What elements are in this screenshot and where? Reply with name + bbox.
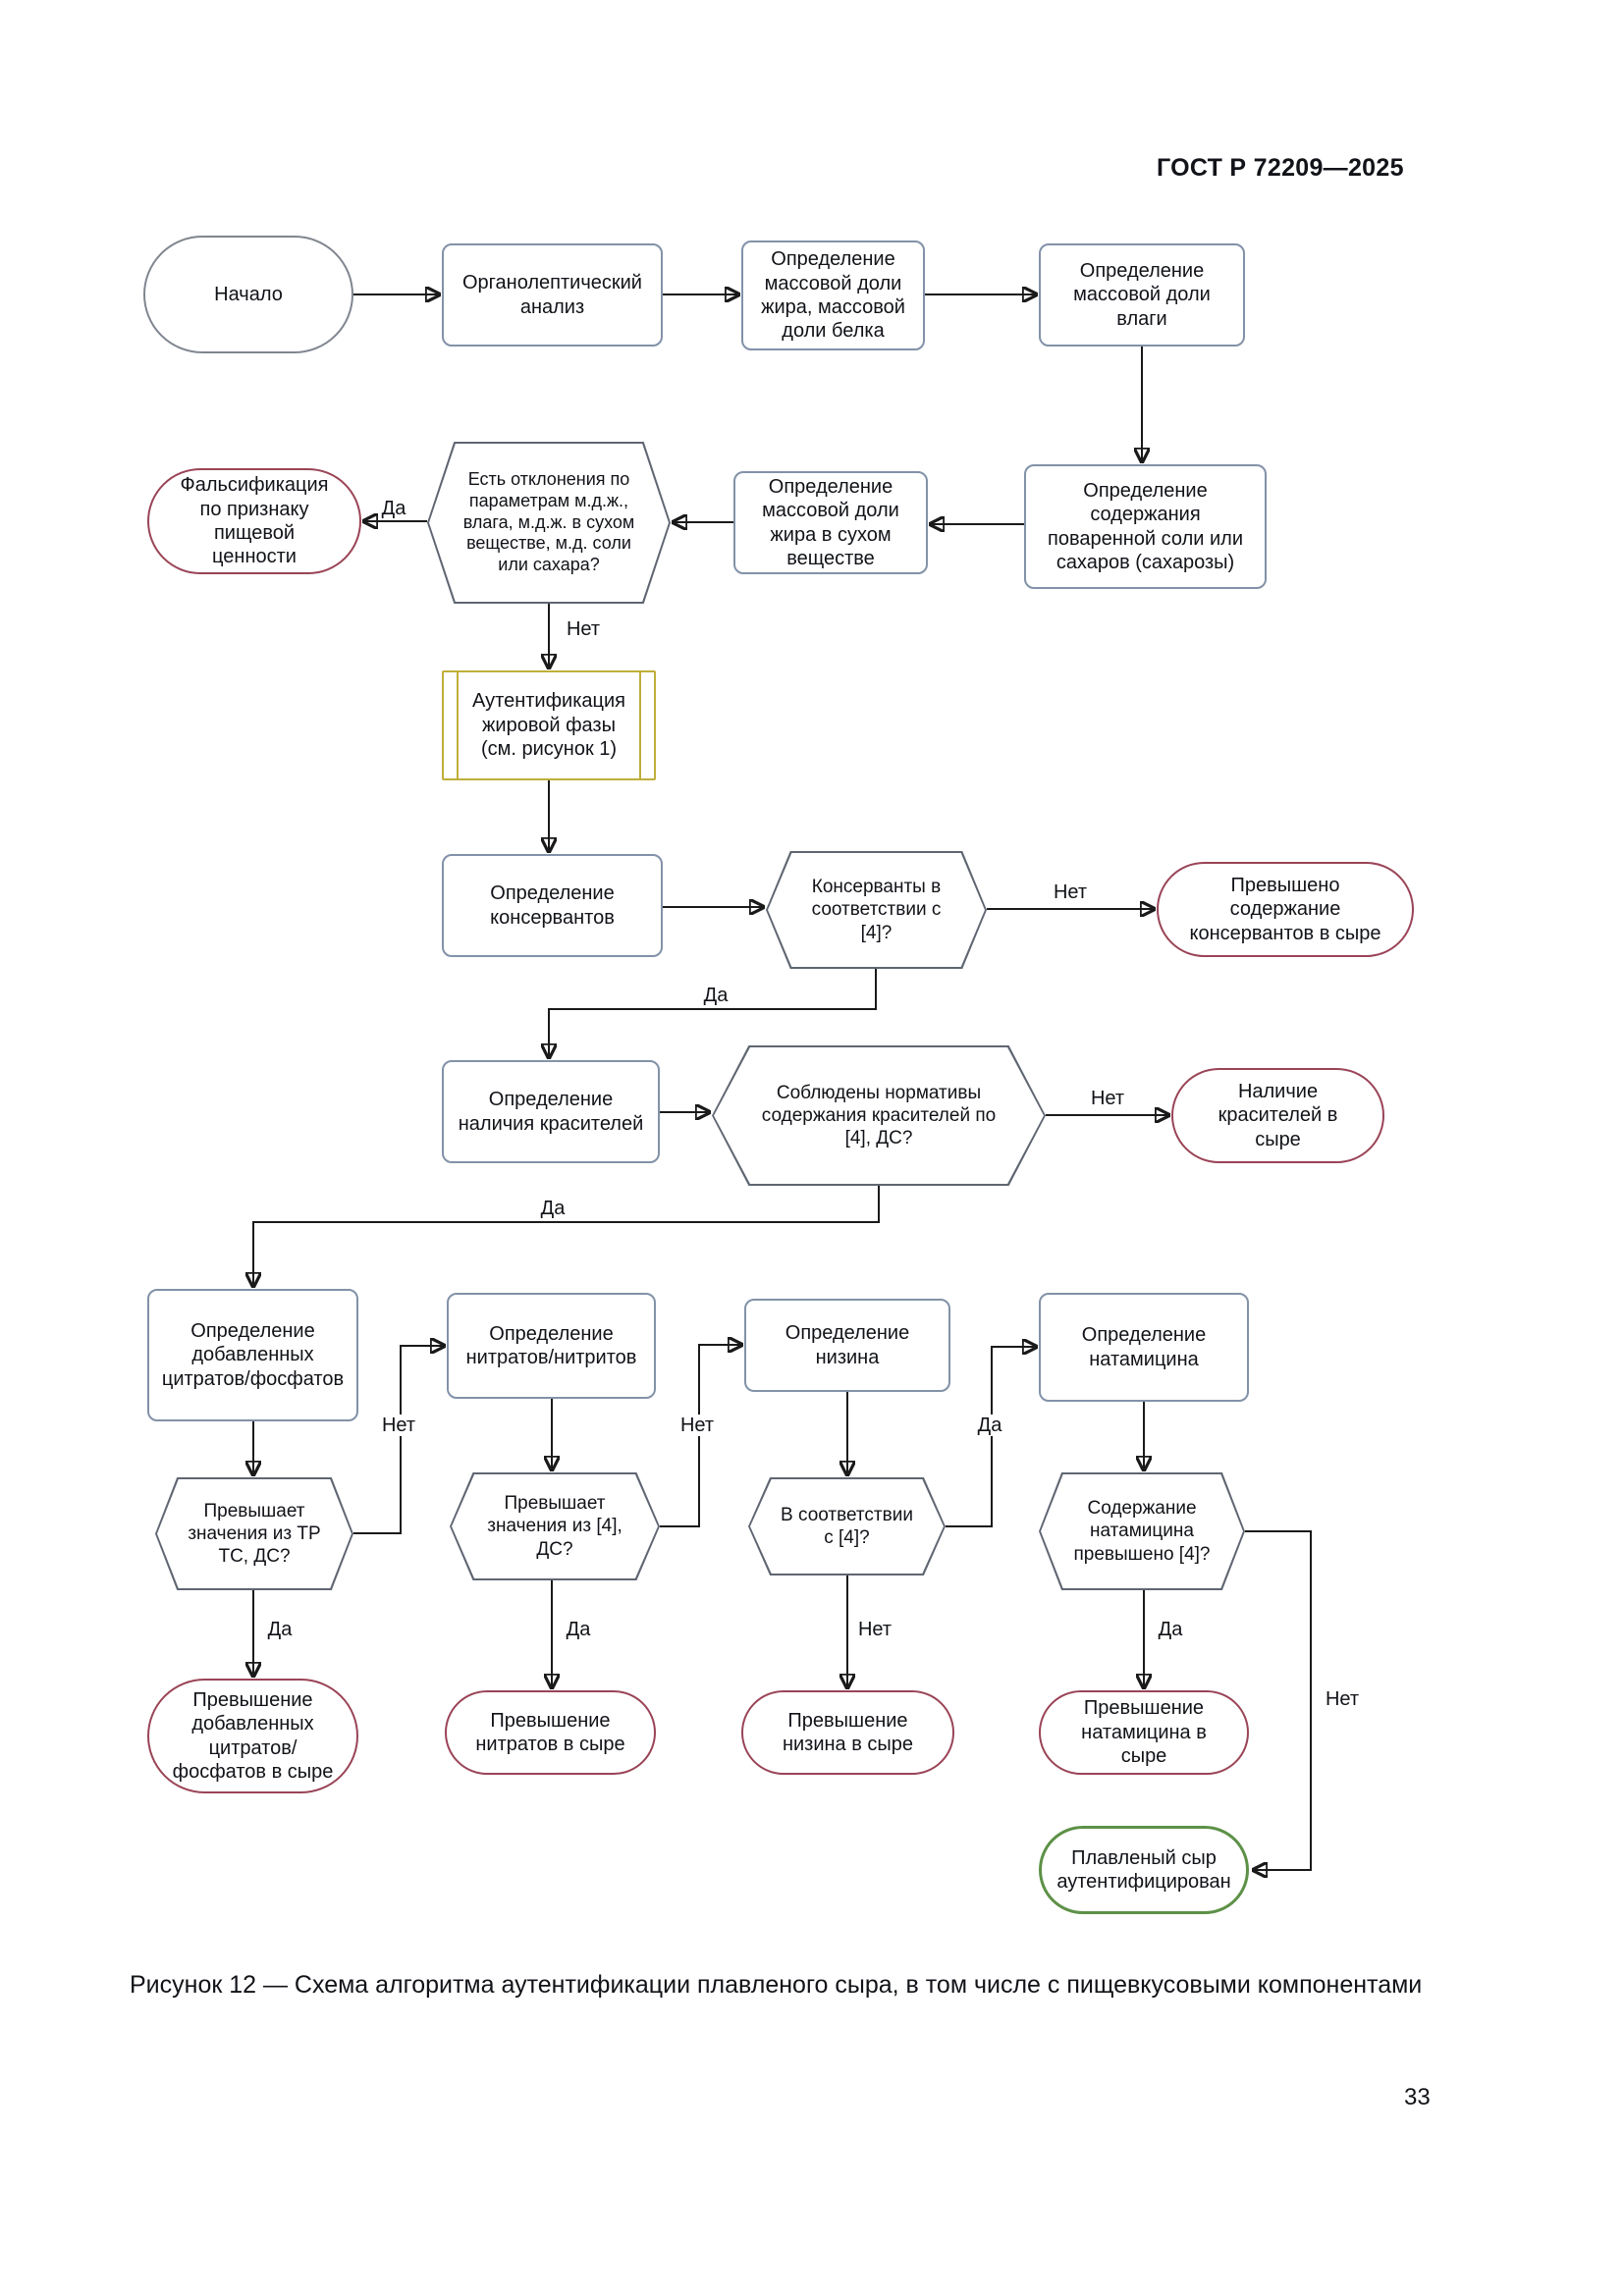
terminal-nisin-exceeded: Превышение низина в сыре — [741, 1690, 954, 1775]
node-label: Аутентификация жировой фазы (см. рисунок… — [472, 690, 625, 761]
node-label: Превышение добавленных цитратов/фосфатов… — [172, 1688, 334, 1783]
terminal-falsification-nutritional-value: Фальсификация по признаку пищевой ценнос… — [147, 468, 361, 574]
process-nisin-determination: Определение низина — [744, 1299, 950, 1392]
node-label: Определение массовой доли влаги — [1073, 259, 1211, 330]
node-label: Превышение нитратов в сыре — [475, 1709, 625, 1755]
node-label: Фальсификация по признаку пищевой ценнос… — [180, 474, 329, 568]
node-label: Органолептический анализ — [462, 272, 642, 318]
node-label: Определение консервантов — [490, 882, 615, 929]
process-natamycin-determination: Определение натамицина — [1039, 1293, 1249, 1402]
decision-preservatives-compliance: Консерванты в соответствии с [4]? — [766, 851, 987, 969]
edge-label-no: Нет — [854, 1619, 895, 1640]
node-label: Есть отклонения по параметрам м.д.ж., вл… — [462, 468, 635, 575]
node-label: Превышение низина в сыре — [782, 1709, 914, 1755]
process-moisture-mass-fraction: Определение массовой доли влаги — [1039, 243, 1245, 347]
terminal-natamycin-exceeded: Превышение натамицина в сыре — [1039, 1690, 1249, 1775]
decision-citrates-exceeds: Превышает значения из ТР ТС, ДС? — [155, 1477, 353, 1590]
start-terminator: Начало — [143, 236, 353, 353]
node-label: Превышает значения из ТР ТС, ДС? — [188, 1500, 321, 1568]
edge-natamycin-no-authenticated — [1245, 1530, 1312, 1870]
decision-nitrates-exceeds: Превышает значения из [4], ДС? — [450, 1472, 660, 1580]
terminal-citrates-exceeded: Превышение добавленных цитратов/фосфатов… — [147, 1679, 358, 1793]
hexagon-fill — [1041, 1474, 1243, 1588]
edge-label-yes: Да — [537, 1198, 568, 1219]
decision-colorants-compliance: Соблюдены нормативы содержания красителе… — [712, 1045, 1046, 1186]
node-label: Плавленый сыр аутентифицирован — [1056, 1846, 1231, 1893]
node-label: Определение натамицина — [1081, 1324, 1207, 1370]
decision-nisin-compliance: В соответствии с [4]? — [748, 1477, 946, 1575]
edge-label-yes: Да — [700, 985, 731, 1006]
terminal-preservatives-exceeded: Превышено содержание консервантов в сыре — [1157, 862, 1414, 957]
node-label: Определение массовой доли жира, массовой… — [761, 248, 905, 343]
node-label: Определение массовой доли жира в сухом в… — [762, 475, 899, 569]
edge-preservatives-colorants — [549, 969, 877, 1056]
node-label: Соблюдены нормативы содержания красителе… — [761, 1082, 997, 1149]
edge-label-no: Нет — [1087, 1088, 1128, 1109]
edge-label-yes: Да — [378, 498, 409, 519]
node-label: Определение добавленных цитратов/фосфато… — [161, 1319, 345, 1390]
edge-label-no: Нет — [563, 618, 604, 640]
decision-natamycin-exceeded: Содержание натамицина превышено [4]? — [1039, 1472, 1245, 1590]
document-code: ГОСТ Р 72209—2025 — [1157, 154, 1404, 182]
terminal-nitrates-exceeded: Превышение нитратов в сыре — [445, 1690, 656, 1775]
page-number: 33 — [1404, 2084, 1431, 2110]
node-label: Определение содержания поваренной соли и… — [1048, 479, 1243, 573]
node-label: Определение наличия красителей — [458, 1089, 644, 1135]
hexagon-fill — [768, 853, 985, 967]
edge-label-yes: Да — [974, 1415, 1005, 1436]
predefined-side-bar — [457, 672, 459, 778]
hexagon-fill — [157, 1479, 352, 1588]
node-label: Начало — [214, 283, 283, 305]
process-salt-sugar-content: Определение содержания поваренной соли и… — [1024, 464, 1267, 589]
process-preservatives-determination: Определение консервантов — [442, 854, 663, 957]
edge-label-yes: Да — [1155, 1619, 1186, 1640]
terminal-cheese-authenticated: Плавленый сыр аутентифицирован — [1039, 1826, 1249, 1914]
node-label: В соответствии с [4]? — [781, 1504, 913, 1548]
edge-label-no: Нет — [378, 1415, 419, 1436]
process-organoleptic-analysis: Органолептический анализ — [442, 243, 663, 347]
edge-label-yes: Да — [563, 1619, 594, 1640]
node-label: Превышение натамицина в сыре — [1081, 1697, 1207, 1768]
node-label: Превышает значения из [4], ДС? — [487, 1493, 623, 1560]
process-colorants-determination: Определение наличия красителей — [442, 1060, 660, 1163]
edge-label-no: Нет — [1322, 1688, 1363, 1710]
figure-caption: Рисунок 12 — Схема алгоритма аутентифика… — [130, 1971, 1423, 1999]
node-label: Определение низина — [785, 1322, 910, 1368]
process-fat-in-dry-matter: Определение массовой доли жира в сухом в… — [733, 471, 928, 574]
node-label: Определение нитратов/нитритов — [465, 1322, 637, 1368]
decision-parameter-deviations: Есть отклонения по параметрам м.д.ж., вл… — [427, 442, 671, 604]
predefined-side-bar — [639, 672, 641, 778]
edge-nisin-yes-natamycin — [946, 1347, 1035, 1527]
process-fat-protein-mass-fraction: Определение массовой доли жира, массовой… — [741, 240, 925, 350]
process-citrates-phosphates-determination: Определение добавленных цитратов/фосфато… — [147, 1289, 358, 1421]
hexagon-fill — [714, 1047, 1044, 1184]
edge-label-no: Нет — [1050, 881, 1091, 903]
edge-citrates-no-nitrates — [353, 1346, 443, 1534]
hexagon-fill — [452, 1474, 658, 1578]
node-label: Превышено содержание консервантов в сыре — [1189, 874, 1381, 944]
process-nitrates-nitrites-determination: Определение нитратов/нитритов — [447, 1293, 656, 1399]
node-label: Консерванты в соответствии с [4]? — [811, 877, 942, 943]
edge-label-no: Нет — [677, 1415, 718, 1436]
edge-label-yes: Да — [264, 1619, 296, 1640]
node-label: Содержание натамицина превышено [4]? — [1073, 1498, 1211, 1565]
hexagon-fill — [429, 444, 669, 602]
hexagon-fill — [750, 1479, 944, 1574]
predefined-fat-phase-authentication: Аутентификация жировой фазы (см. рисунок… — [442, 670, 656, 780]
terminal-colorants-present: Наличие красителей в сыре — [1171, 1068, 1384, 1163]
edge-colorants-citrates — [253, 1186, 880, 1285]
node-label: Наличие красителей в сыре — [1218, 1080, 1338, 1150]
